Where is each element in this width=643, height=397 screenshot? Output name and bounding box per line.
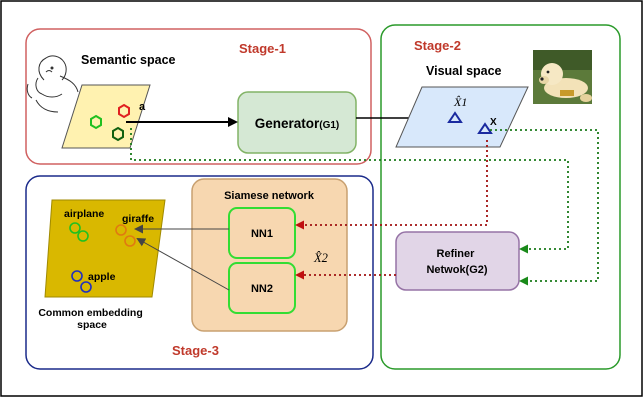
embedding-caption-line1: Common embedding	[38, 307, 142, 319]
word-giraffe: giraffe	[122, 213, 154, 225]
xhat1-triangle	[447, 111, 463, 123]
point-a-label: a	[139, 101, 146, 113]
semantic-space-label: Semantic space	[81, 53, 176, 67]
hexagon-red	[118, 103, 130, 119]
hexagon-green-1	[90, 114, 102, 130]
x-label: X	[490, 117, 497, 128]
refiner-label-line2: Netwok(G2)	[426, 264, 487, 276]
generator-label: Generator(G1)	[255, 116, 340, 131]
nn1-label: NN1	[251, 228, 273, 240]
dotted-x-to-nn1	[295, 140, 488, 230]
dotted-semantic-to-refiner	[130, 128, 569, 254]
apple-point-2	[80, 281, 92, 293]
refiner-network-box	[395, 231, 520, 291]
refiner-label-line1: Refiner	[437, 248, 476, 260]
giraffe-point-2	[124, 235, 136, 247]
generator-main-text: Generator	[255, 116, 320, 131]
airplane-point-1	[69, 222, 81, 234]
generator-box	[237, 91, 357, 154]
dog-photo-icon	[533, 50, 592, 104]
stage1-box	[25, 28, 372, 165]
xhat2-label: X̂2	[313, 251, 328, 265]
airplane-point-2	[77, 230, 89, 242]
word-airplane: airplane	[64, 208, 104, 220]
embedding-space-plane	[44, 199, 166, 298]
visual-space-plane	[395, 86, 529, 148]
generator-sub-text: (G1)	[319, 120, 339, 131]
word-apple: apple	[88, 271, 116, 283]
stage3-label: Stage-3	[172, 343, 219, 358]
visual-space-label: Visual space	[426, 64, 502, 78]
dog-sketch-icon	[26, 55, 79, 113]
stage2-box	[380, 24, 621, 370]
nn2-box	[228, 262, 296, 314]
siamese-network-label: Siamese network	[224, 190, 315, 202]
nn2-label: NN2	[251, 283, 273, 295]
apple-point-1	[71, 270, 83, 282]
refiner-label: Refiner Netwok(G2)	[426, 248, 487, 276]
embedding-caption: Common embedding space	[38, 307, 145, 331]
stage2-label: Stage-2	[414, 38, 461, 53]
x-triangle	[477, 122, 493, 134]
stage1-label: Stage-1	[239, 41, 286, 56]
nn1-box	[228, 207, 296, 259]
arrow-nn2-to-giraffe	[136, 238, 230, 291]
stage3-box	[25, 175, 374, 370]
giraffe-point-1	[115, 224, 127, 236]
hexagon-green-2	[112, 126, 124, 142]
semantic-space-plane	[61, 84, 151, 149]
embedding-caption-line2: space	[77, 319, 107, 331]
xhat1-label: X̂1	[453, 95, 467, 109]
